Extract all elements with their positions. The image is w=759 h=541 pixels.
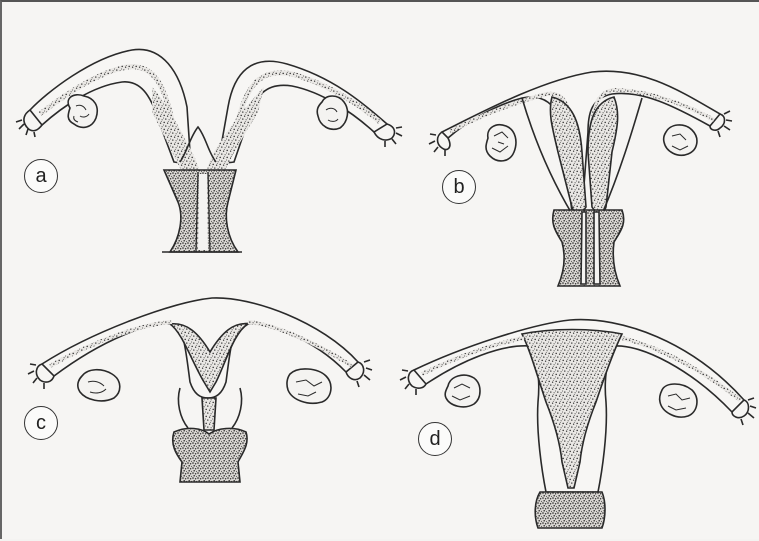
panel-d-cervix [535, 492, 605, 528]
panel-c-isthmus [202, 398, 216, 430]
panel-label-d-text: d [429, 429, 440, 449]
panel-b-right-ovary [664, 125, 697, 155]
panel-b-drawing [429, 71, 732, 286]
panel-c-right-ovary [287, 369, 331, 403]
panel-label-a: a [24, 159, 58, 193]
panel-a-left-ovary [68, 95, 97, 128]
panel-label-d: d [418, 422, 452, 456]
panel-a-right-ovary [317, 96, 347, 129]
panel-label-b-text: b [453, 177, 464, 197]
panel-label-c: c [24, 406, 58, 440]
panel-c-left-ovary [78, 370, 120, 401]
panel-d-drawing [400, 320, 756, 528]
panel-c-cervix [173, 428, 247, 482]
panel-b-cervix [553, 210, 624, 286]
panel-d-left-ovary [445, 375, 480, 407]
panel-d-right-ovary [660, 384, 697, 417]
panel-c-drawing [28, 298, 372, 482]
panel-label-b: b [442, 170, 476, 204]
panel-label-a-text: a [35, 166, 46, 186]
panel-label-c-text: c [36, 413, 46, 433]
panel-a-drawing [16, 49, 402, 252]
